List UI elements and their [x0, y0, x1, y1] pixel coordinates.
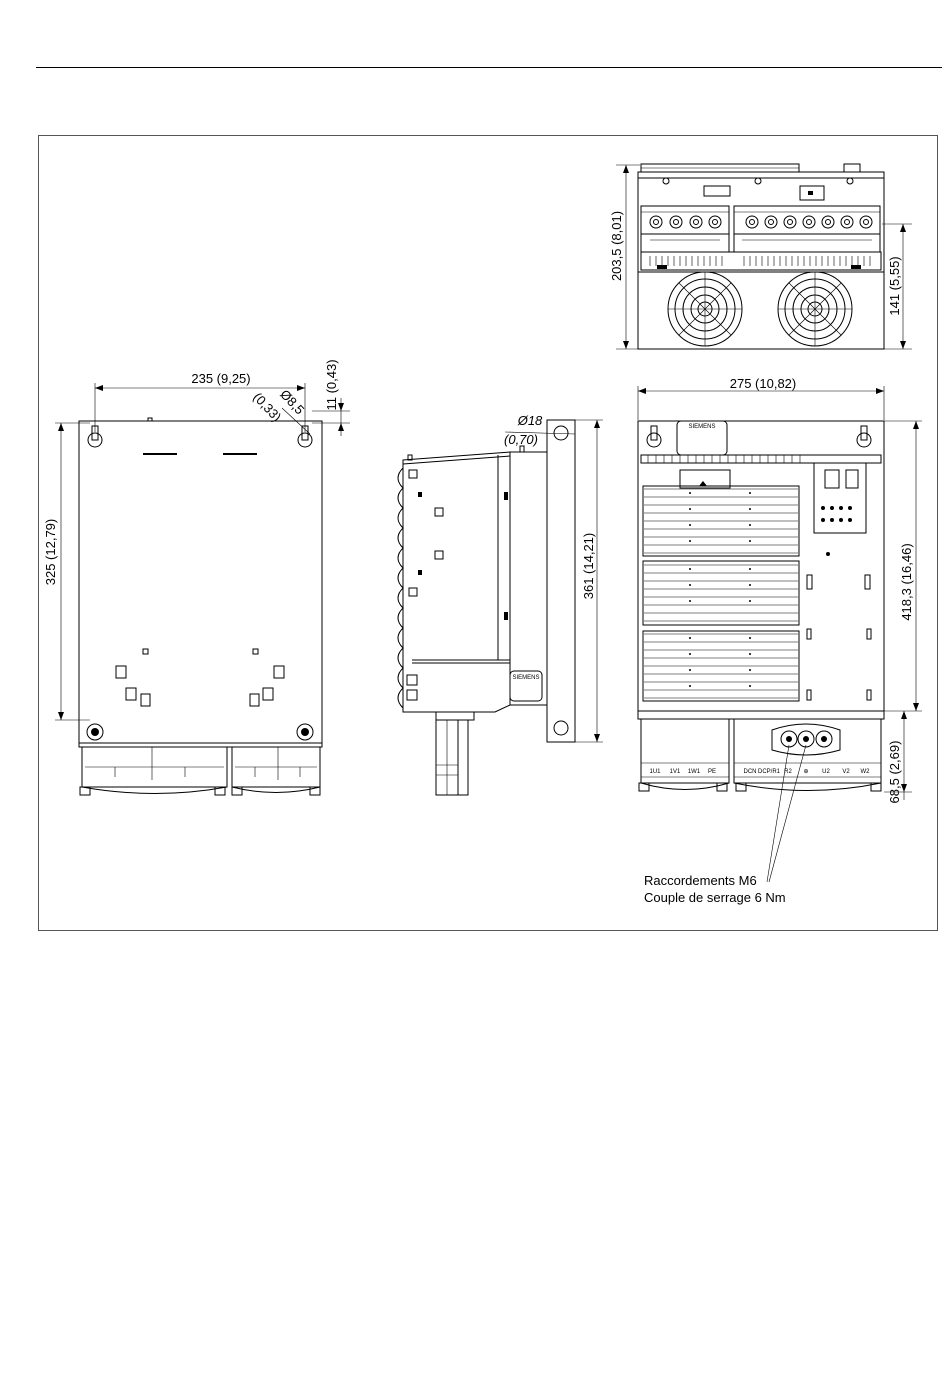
- front-brand-label: SIEMENS: [688, 424, 715, 430]
- terminal-label: DCP/R1: [758, 769, 781, 775]
- top-view: 203,5 (8,01) 141 (5,55): [609, 164, 912, 349]
- terminal-label: W2: [861, 769, 871, 775]
- dim-top-height: 203,5 (8,01): [609, 211, 624, 281]
- dim-side-hole-dia: Ø18: [517, 413, 543, 428]
- fan-right: [778, 272, 852, 346]
- dim-side-height: 361 (14,21): [581, 533, 596, 600]
- terminal-label: PE: [708, 769, 716, 775]
- terminal-label: 1U1: [649, 769, 661, 775]
- terminal-labels: 1U1 1V1 1W1 PE DCN DCP/R1 R2 ⊕ U2 V2 W2: [649, 769, 870, 775]
- annotation-torque: Couple de serrage 6 Nm: [644, 890, 786, 905]
- dim-width-holes: 235 (9,25): [191, 371, 250, 386]
- dim-front-width: 275 (10,82): [730, 376, 797, 391]
- terminal-label: 1W1: [688, 769, 701, 775]
- terminal-label: R2: [784, 769, 792, 775]
- front-view: SIEMENS: [638, 376, 922, 882]
- side-view: SIEMENS 361 (14,21) Ø18 (0,70): [398, 413, 603, 795]
- terminal-label: DCN: [744, 769, 757, 775]
- annotation-connections: Raccordements M6: [644, 873, 757, 888]
- terminal-label: V2: [842, 769, 850, 775]
- terminal-label: U2: [822, 769, 830, 775]
- dim-height-holes: 325 (12,79): [43, 519, 58, 586]
- terminal-label: ⊕: [803, 769, 808, 775]
- back-view: 235 (9,25) 325 (12,79) 11 (0,43) Ø8,5 (0…: [43, 359, 350, 795]
- dim-front-height: 418,3 (16,46): [899, 543, 914, 620]
- terminal-label: 1V1: [670, 769, 681, 775]
- side-brand-label: SIEMENS: [512, 675, 539, 681]
- dim-side-hole-dia-in: (0,70): [504, 432, 538, 447]
- dim-terminal-height: 68,5 (2,69): [887, 741, 902, 804]
- dim-hole-offset: 11 (0,43): [324, 359, 339, 410]
- dim-top-fan: 141 (5,55): [887, 256, 902, 315]
- fan-left: [668, 272, 742, 346]
